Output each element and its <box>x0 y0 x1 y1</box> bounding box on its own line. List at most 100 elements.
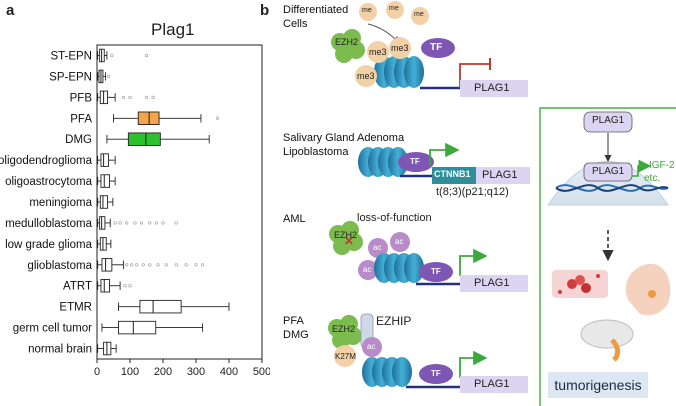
category-label: DMG <box>65 134 92 146</box>
ezh2-complex <box>331 29 365 63</box>
x-tick-label: 100 <box>121 366 139 378</box>
right-panel <box>539 107 676 406</box>
loss-of-function-label: loss-of-function <box>357 212 432 224</box>
plag1-gene-box <box>460 80 528 97</box>
category-label: meningioma <box>29 197 92 209</box>
differentiated-cells-label: Differentiated Cells <box>283 4 349 30</box>
outlier-point <box>125 221 129 225</box>
category-label: PFB <box>70 92 93 104</box>
me3-mark <box>355 65 377 87</box>
outlier-point <box>144 53 149 58</box>
me-mark <box>386 1 404 19</box>
plag1-protein-label: PLAG1 <box>592 166 625 177</box>
x-tick-label: 0 <box>94 366 100 378</box>
tf-blob <box>421 38 455 58</box>
translocation-label: t(8;3)(p21;q12) <box>436 186 509 198</box>
category-label: ETMR <box>59 302 92 314</box>
ac-label: ac <box>395 237 404 246</box>
outlier-point <box>154 221 158 225</box>
nucleosomes <box>374 56 424 88</box>
head-illustration <box>625 263 671 316</box>
ezh2-label: EZH2 <box>332 324 356 334</box>
ac-label: ac <box>373 243 382 252</box>
ctnnb1-box <box>432 167 476 184</box>
plag1-gene-label: PLAG1 <box>482 169 518 181</box>
outlier-point <box>144 95 149 99</box>
outlier-point <box>123 284 127 288</box>
box <box>139 299 182 314</box>
ac-mark <box>362 337 382 357</box>
tumorigenesis-label: tumorigenesis <box>554 377 642 393</box>
ezhip-label: EZHIP <box>376 314 412 328</box>
plag1-gene-box <box>460 275 528 292</box>
category-label: low grade glioma <box>5 239 93 251</box>
ac-mark <box>358 260 378 280</box>
ezh2-complex <box>328 315 362 349</box>
box <box>99 216 106 230</box>
outlier-point <box>161 221 165 225</box>
plot-frame <box>96 44 263 360</box>
plag1-protein-label: PLAG1 <box>592 115 625 126</box>
box <box>100 279 110 293</box>
outlier-point <box>106 74 111 78</box>
outlier-point <box>184 263 188 267</box>
outlier-point <box>139 221 144 225</box>
x-tick-label: 200 <box>154 366 172 378</box>
x-tick-label: 500 <box>253 366 270 378</box>
category-label: SP-EPN <box>49 71 92 83</box>
outlier-point <box>215 116 220 120</box>
outlier-point <box>201 263 205 267</box>
category-label: normal brain <box>28 344 92 356</box>
category-label: glioblastoma <box>27 260 92 272</box>
brain-illustration <box>580 319 634 349</box>
salivary-label: Salivary Gland Adenoma Lipoblastoma <box>283 132 405 158</box>
ezh2-label: EZH2 <box>335 37 359 47</box>
ezh2-label: EZH2 <box>334 230 358 240</box>
box <box>101 258 113 272</box>
ctnnb1-label: CTNNB1 <box>434 169 471 179</box>
outlier-point <box>125 263 129 267</box>
row-aml: ✕ <box>329 221 528 292</box>
plag1-gene-box <box>476 167 530 184</box>
plag1-gene-label: PLAG1 <box>474 277 510 289</box>
x-tick-label: 300 <box>187 366 205 378</box>
row-differentiated <box>331 1 528 97</box>
plag1-gene-label: PLAG1 <box>474 378 510 390</box>
row-pfa-dmg <box>328 313 528 393</box>
outlier-point <box>135 263 139 267</box>
me3-mark <box>367 41 389 63</box>
category-label: ATRT <box>63 281 92 293</box>
me-mark <box>359 3 377 21</box>
ac-label: ac <box>367 342 376 351</box>
outlier-point <box>148 221 152 225</box>
plag1-gene-label: PLAG1 <box>474 82 510 94</box>
outlier-point <box>133 221 137 225</box>
category-label: ST-EPN <box>50 50 92 62</box>
aml-label: AML <box>283 213 306 225</box>
panel-a-label: a <box>6 2 15 19</box>
me3-mark <box>389 37 411 59</box>
outlier-point <box>174 263 178 267</box>
tf-blob <box>419 262 453 282</box>
panel-border <box>539 107 676 406</box>
tf-blob <box>398 152 434 172</box>
category-label: oligodendroglioma <box>0 155 93 167</box>
tf-label: TF <box>410 157 420 166</box>
outlier-point <box>174 221 178 225</box>
me-label: me <box>362 7 372 14</box>
me-mark <box>411 7 429 25</box>
me3-label: me3 <box>391 43 409 53</box>
outlier-point <box>110 53 114 58</box>
plag1-gene-box <box>460 376 528 393</box>
outlier-point <box>128 284 132 288</box>
outlier-point <box>148 263 152 267</box>
box <box>117 320 157 335</box>
category-label: oligoastrocytoma <box>5 176 93 188</box>
outlier-point <box>121 95 125 99</box>
ac-mark <box>390 232 410 252</box>
me-label: me <box>414 11 424 18</box>
tf-label: TF <box>431 267 441 276</box>
row-salivary <box>358 142 530 184</box>
